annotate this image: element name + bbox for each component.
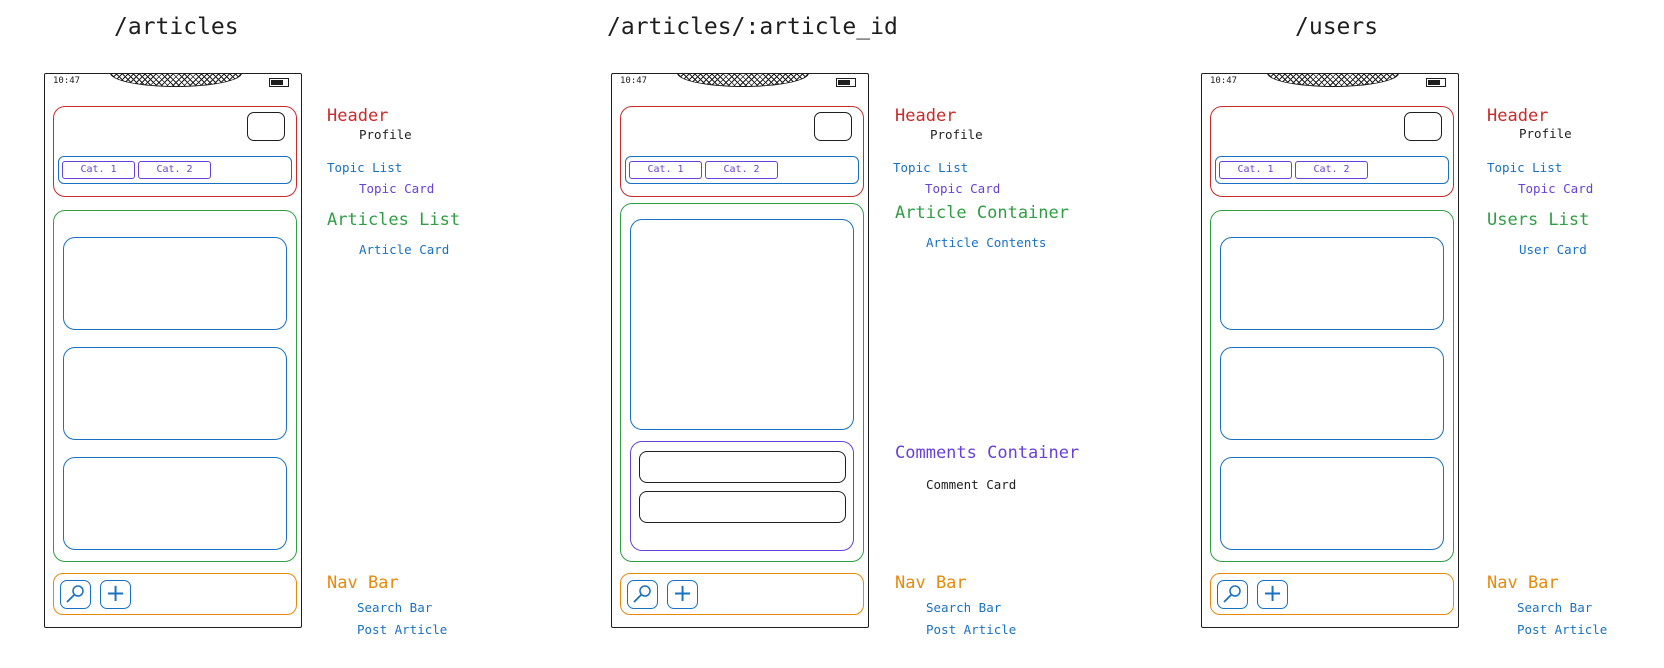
route-title: /articles	[114, 14, 239, 40]
battery-icon	[1426, 78, 1446, 87]
label-users-list: Users List	[1487, 210, 1590, 230]
phone-frame: 10:47 Cat. 1 Cat. 2	[611, 73, 869, 628]
article-card[interactable]	[63, 237, 287, 330]
label-search-bar: Search Bar	[357, 600, 433, 615]
header: Cat. 1 Cat. 2	[1210, 106, 1454, 197]
profile-avatar[interactable]	[247, 112, 285, 141]
label-header: Header	[327, 106, 389, 126]
user-card[interactable]	[1220, 347, 1444, 440]
search-button[interactable]	[1217, 580, 1248, 609]
topic-list: Cat. 1 Cat. 2	[1215, 156, 1449, 184]
topic-list: Cat. 1 Cat. 2	[58, 156, 292, 184]
article-contents	[630, 219, 854, 430]
label-search-bar: Search Bar	[1517, 600, 1593, 615]
profile-avatar[interactable]	[814, 112, 852, 141]
articles-list	[53, 210, 297, 562]
search-icon	[632, 585, 651, 603]
nav-bar: +	[1210, 573, 1454, 615]
status-time: 10:47	[53, 76, 81, 86]
battery-icon	[269, 78, 289, 87]
label-topic-card: Topic Card	[1518, 181, 1594, 196]
label-topic-list: Topic List	[893, 160, 969, 175]
topic-card[interactable]: Cat. 1	[62, 161, 135, 179]
topic-card[interactable]: Cat. 2	[1295, 161, 1368, 179]
status-time: 10:47	[1210, 76, 1238, 86]
label-header: Header	[895, 106, 957, 126]
label-articles-list: Articles List	[327, 210, 461, 230]
article-card[interactable]	[63, 457, 287, 550]
battery-icon	[836, 78, 856, 87]
search-icon	[1222, 585, 1241, 603]
label-search-bar: Search Bar	[926, 600, 1002, 615]
post-article-button[interactable]: +	[1257, 580, 1288, 609]
header: Cat. 1 Cat. 2	[53, 106, 297, 197]
label-topic-list: Topic List	[327, 160, 403, 175]
label-profile: Profile	[930, 127, 983, 142]
label-user-card: User Card	[1519, 242, 1587, 257]
plus-icon: +	[672, 579, 693, 607]
label-topic-card: Topic Card	[359, 181, 435, 196]
topic-card[interactable]: Cat. 2	[138, 161, 211, 179]
label-post-article: Post Article	[926, 622, 1017, 637]
nav-bar: +	[53, 573, 297, 615]
route-title: /articles/:article_id	[607, 14, 898, 40]
plus-icon: +	[1262, 579, 1283, 607]
label-post-article: Post Article	[1517, 622, 1608, 637]
nav-bar: +	[620, 573, 864, 615]
label-nav-bar: Nav Bar	[1487, 573, 1559, 593]
label-comments-container: Comments Container	[895, 443, 1080, 463]
status-time: 10:47	[620, 76, 648, 86]
label-topic-card: Topic Card	[925, 181, 1001, 196]
comments-container	[630, 441, 854, 551]
header: Cat. 1 Cat. 2	[620, 106, 864, 197]
search-icon	[65, 585, 84, 603]
label-article-contents: Article Contents	[926, 235, 1047, 250]
label-profile: Profile	[359, 127, 412, 142]
phone-frame: 10:47 Cat. 1 Cat. 2 +	[1201, 73, 1459, 628]
label-topic-list: Topic List	[1487, 160, 1563, 175]
profile-avatar[interactable]	[1404, 112, 1442, 141]
label-header: Header	[1487, 106, 1549, 126]
phone-frame: 10:47 Cat. 1 Cat. 2 +	[44, 73, 302, 628]
article-container	[620, 203, 864, 562]
user-card[interactable]	[1220, 237, 1444, 330]
users-list	[1210, 210, 1454, 562]
plus-icon: +	[105, 579, 126, 607]
route-title: /users	[1295, 14, 1379, 40]
post-article-button[interactable]: +	[667, 580, 698, 609]
label-profile: Profile	[1519, 126, 1572, 141]
phone-notch	[1267, 73, 1399, 87]
phone-notch	[110, 73, 242, 87]
label-article-container: Article Container	[895, 203, 1069, 223]
topic-card[interactable]: Cat. 2	[705, 161, 778, 179]
topic-list: Cat. 1 Cat. 2	[625, 156, 859, 184]
label-article-card: Article Card	[359, 242, 450, 257]
label-post-article: Post Article	[357, 622, 448, 637]
article-card[interactable]	[63, 347, 287, 440]
comment-card[interactable]	[639, 451, 846, 483]
search-button[interactable]	[627, 580, 658, 609]
label-comment-card: Comment Card	[926, 477, 1017, 492]
comment-card[interactable]	[639, 491, 846, 523]
search-button[interactable]	[60, 580, 91, 609]
topic-card[interactable]: Cat. 1	[1219, 161, 1292, 179]
topic-card[interactable]: Cat. 1	[629, 161, 702, 179]
label-nav-bar: Nav Bar	[327, 573, 399, 593]
user-card[interactable]	[1220, 457, 1444, 550]
label-nav-bar: Nav Bar	[895, 573, 967, 593]
phone-notch	[677, 73, 809, 87]
post-article-button[interactable]: +	[100, 580, 131, 609]
